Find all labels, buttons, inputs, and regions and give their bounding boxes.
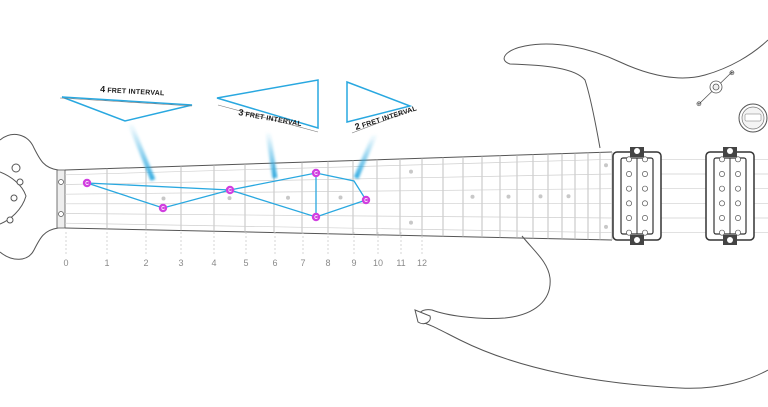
string [64, 188, 613, 195]
string [64, 222, 613, 234]
pole-piece [642, 200, 648, 207]
pole-piece [735, 215, 741, 221]
inlay-dot [506, 194, 511, 199]
pole-piece [735, 200, 741, 207]
svg-text:C: C [314, 215, 318, 221]
neck-pickup [612, 147, 662, 245]
pole-piece [626, 229, 632, 236]
interval-callout-4-fret: 4FRET INTERVAL [59, 84, 193, 181]
pole-piece [735, 156, 741, 163]
pole-piece [719, 215, 725, 221]
svg-text:C: C [364, 198, 368, 204]
interval-callout-2-fret: 2FRET INTERVAL [346, 80, 418, 179]
inlay-dot [286, 195, 290, 200]
pole-piece [626, 185, 632, 192]
fret-number: 10 [373, 258, 383, 268]
fretboard [64, 151, 613, 241]
pole-piece [626, 156, 632, 163]
fret-guide-lines [65, 232, 423, 254]
inlay-dot [227, 196, 232, 201]
svg-text:C: C [85, 181, 89, 187]
fret-number: 5 [243, 258, 248, 268]
pole-piece [626, 200, 632, 207]
fret-number: 6 [272, 258, 277, 268]
volume-knob [738, 103, 768, 133]
pole-piece [642, 156, 648, 163]
inlay-dot [604, 224, 608, 229]
note-marker: C [361, 195, 371, 205]
fret-number: 9 [351, 258, 356, 268]
inlay-dot [470, 194, 475, 199]
pole-piece [642, 185, 648, 192]
headstock [0, 133, 59, 260]
inlay-dot [566, 194, 571, 199]
note-marker: C [158, 203, 168, 213]
svg-text:C: C [161, 206, 165, 212]
svg-text:⊕: ⊕ [696, 101, 702, 108]
string [64, 158, 613, 176]
bridge-pickup [705, 147, 755, 245]
pole-piece [642, 171, 648, 177]
pole-piece [626, 171, 632, 177]
fret-number: 0 [63, 258, 68, 268]
nut [56, 169, 66, 229]
fret-lines [106, 152, 613, 240]
pole-piece [735, 171, 741, 177]
pole-piece [719, 229, 725, 236]
inlay-dot [338, 195, 343, 200]
inlay-dot [604, 163, 608, 168]
pole-piece [642, 229, 648, 236]
inlay-dot [409, 169, 413, 174]
svg-text:3FRET INTERVAL: 3FRET INTERVAL [238, 107, 304, 128]
note-marker: C [225, 185, 235, 195]
note-marker: C [311, 212, 321, 222]
svg-text:C: C [314, 171, 318, 177]
pole-piece [735, 229, 741, 236]
note-markers: C C C C C C [82, 168, 371, 222]
fret-number: 3 [178, 258, 183, 268]
inlay-dot [538, 194, 543, 199]
fret-number: 12 [417, 258, 427, 268]
guitar-body-outline [414, 39, 768, 389]
inlay-dot [161, 196, 166, 201]
pole-piece [719, 185, 725, 192]
pole-piece [626, 215, 632, 221]
fret-inlays [161, 163, 608, 229]
fret-number: 7 [300, 258, 305, 268]
pole-piece [719, 200, 725, 207]
string-tree-top [58, 179, 64, 185]
fret-number: 4 [211, 258, 216, 268]
inlay-dot [409, 220, 413, 225]
note-marker: C [311, 168, 321, 178]
string [64, 213, 613, 219]
fret-number: 11 [396, 258, 405, 268]
string-tree-bottom [58, 211, 64, 217]
svg-text:C: C [228, 188, 232, 194]
interval-shape-lines [86, 172, 367, 218]
svg-text:4FRET INTERVAL: 4FRET INTERVAL [100, 84, 165, 97]
fret-number: 2 [143, 258, 148, 268]
note-marker: C [82, 178, 92, 188]
pole-piece [642, 215, 648, 221]
pole-piece [719, 171, 725, 177]
fret-number: 1 [104, 258, 109, 268]
string [64, 173, 613, 185]
pole-piece [719, 156, 725, 163]
fret-number: 8 [325, 258, 330, 268]
strings [64, 158, 613, 234]
svg-text:⊕: ⊕ [729, 70, 735, 77]
string [64, 202, 613, 205]
pole-piece [735, 185, 741, 192]
pickup-selector-switch: ⊕ ⊕ [696, 70, 735, 108]
